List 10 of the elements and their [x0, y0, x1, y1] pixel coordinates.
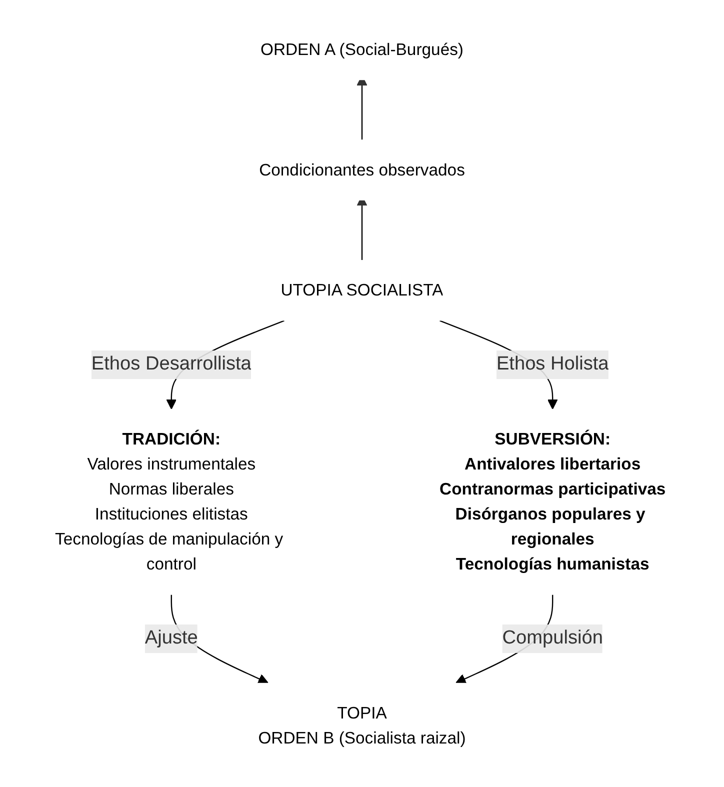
node-text: TRADICIÓN: Valores instrumentales Normas liberales Instituciones elitistas Tecnologías de manipulación y control: [55, 428, 284, 573]
edge-label: Compulsión: [502, 628, 603, 648]
node-text: ORDEN A (Social-Burgués): [260, 39, 464, 58]
node-text: SUBVERSIÓN: Antivalores libertarios Contranormas participativas Disórganos populares y regionales Tecnologías humanistas: [440, 428, 666, 573]
node-text: Condicionantes observados: [259, 159, 465, 178]
edge-label: Ethos Desarrollista: [91, 354, 252, 374]
node-text: TOPIA ORDEN B (Socialista raizal): [258, 702, 466, 747]
node-text: UTOPIA SOCIALISTA: [280, 280, 444, 299]
edge-label: Ajuste: [144, 628, 198, 648]
edge-label: Ethos Holista: [496, 354, 609, 374]
